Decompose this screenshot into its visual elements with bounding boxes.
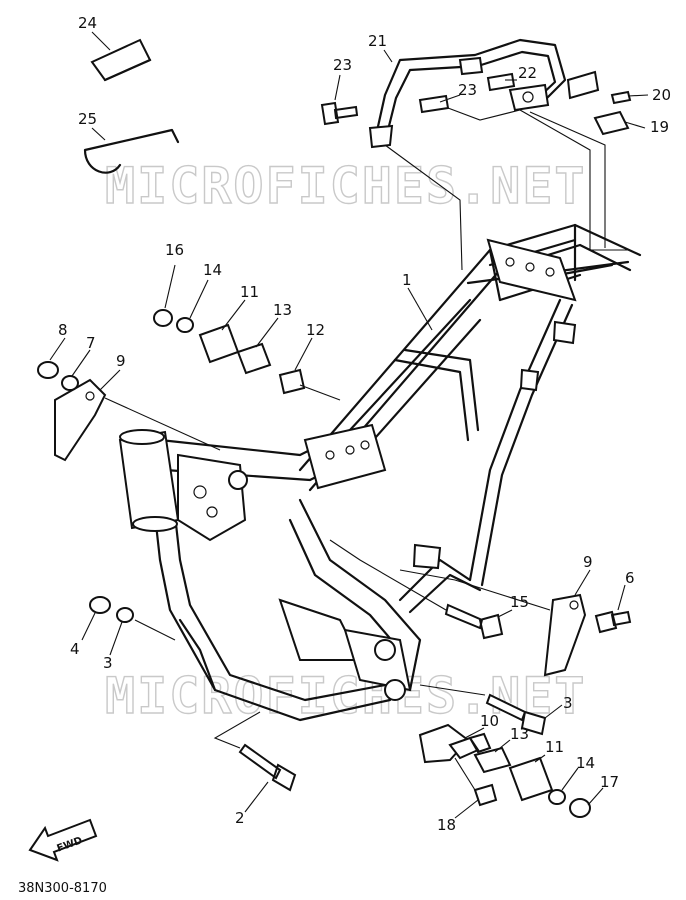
callout-13-upper: 13 <box>273 301 292 319</box>
part-19-clamp <box>593 110 630 136</box>
callout-21: 21 <box>368 32 387 50</box>
watermark-bottom: MICROFICHES.NET <box>105 667 587 725</box>
diagram-code: 38N300-8170 <box>18 881 107 896</box>
part-7-washer <box>61 375 79 391</box>
callout-19: 19 <box>650 118 669 136</box>
part-16-nut <box>153 309 173 327</box>
fwd-arrow-icon: FWD <box>28 818 98 862</box>
callout-14-upper: 14 <box>203 261 222 279</box>
part-23-bolt-a <box>320 101 359 126</box>
callout-9-right: 9 <box>583 553 593 571</box>
part-20-screw <box>610 90 632 105</box>
part-14-washer <box>176 317 194 333</box>
part-25-wrench <box>83 128 180 174</box>
callout-3-left: 3 <box>103 654 113 672</box>
part-11-bushing-lower <box>508 756 554 802</box>
part-17-nut <box>569 798 591 818</box>
callout-20: 20 <box>652 86 671 104</box>
callout-leaders <box>49 31 649 819</box>
callout-11-lower: 11 <box>545 738 564 756</box>
callout-14-lower: 14 <box>576 754 595 772</box>
callout-13-lower: 13 <box>510 725 529 743</box>
callout-7: 7 <box>86 334 96 352</box>
part-4-nut <box>89 596 111 614</box>
part-9-bracket-right <box>543 593 587 677</box>
callout-3-right: 3 <box>563 694 573 712</box>
watermark-top: MICROFICHES.NET <box>105 157 587 215</box>
part-23-bolt-b <box>418 94 450 114</box>
callout-2: 2 <box>235 809 245 827</box>
part-18-bolt <box>473 783 498 807</box>
part-14-washer-lower <box>548 789 566 805</box>
part-9-bracket-left <box>54 378 107 462</box>
part-11-bushing <box>198 323 240 364</box>
callout-10: 10 <box>480 712 499 730</box>
part-12-bolt <box>278 368 306 395</box>
callout-16: 16 <box>165 241 184 259</box>
callout-23-left: 23 <box>333 56 352 74</box>
callout-6: 6 <box>625 569 635 587</box>
callout-23-right: 23 <box>458 81 477 99</box>
callout-18: 18 <box>437 816 456 834</box>
callout-8: 8 <box>58 321 68 339</box>
part-6-bolt <box>594 610 632 634</box>
callout-17: 17 <box>600 773 619 791</box>
part-15-bolt <box>444 603 504 640</box>
rear-frame-handle <box>368 38 600 149</box>
callout-11-upper: 11 <box>240 283 259 301</box>
part-13-collar-lower <box>473 746 512 774</box>
callout-15: 15 <box>510 593 529 611</box>
callout-22: 22 <box>518 64 537 82</box>
main-frame <box>118 223 642 722</box>
callout-24: 24 <box>78 14 97 32</box>
callout-4: 4 <box>70 640 80 658</box>
part-2-bolt <box>238 743 297 792</box>
part-8-nut <box>37 361 59 379</box>
callout-1: 1 <box>402 271 412 289</box>
callout-12: 12 <box>306 321 325 339</box>
part-3-bolt-right <box>485 693 547 736</box>
callout-labels: 24 25 21 23 22 23 20 19 16 14 11 13 12 1… <box>58 14 671 834</box>
part-22-bolt <box>486 72 516 92</box>
part-13-collar <box>236 342 272 375</box>
callout-25: 25 <box>78 110 97 128</box>
part-3-washer-left <box>116 607 134 623</box>
part-10-sleeve <box>448 732 492 760</box>
callout-9-left: 9 <box>116 352 126 370</box>
